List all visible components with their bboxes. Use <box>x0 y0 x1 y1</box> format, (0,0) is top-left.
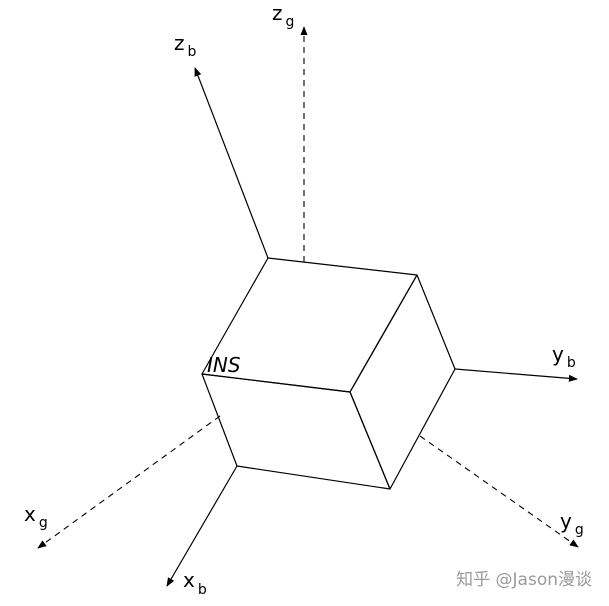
ins-label: INS <box>207 353 241 377</box>
y-geographic-axis <box>419 435 579 548</box>
z-geographic-letter: z <box>272 1 283 25</box>
z-geographic-subscript: g <box>286 14 295 30</box>
z-body-letter: z <box>174 31 185 55</box>
y-body-subscript: b <box>567 355 576 371</box>
x-geographic-subscript: g <box>39 515 48 531</box>
cube-front-face <box>201 373 391 490</box>
x-body-subscript: b <box>198 582 207 598</box>
x-geographic-axis <box>37 415 221 549</box>
z-body-axis <box>194 67 269 259</box>
x-geographic-letter: x <box>24 502 36 526</box>
z-body-subscript: b <box>188 44 197 60</box>
x-body-letter: x <box>183 568 195 592</box>
watermark: 知乎 @Jason漫谈 <box>456 570 592 590</box>
x-body-axis <box>166 465 238 587</box>
y-geographic-letter: y <box>560 509 572 533</box>
ins-cube <box>201 257 456 490</box>
cube-side-face <box>349 274 456 490</box>
y-body-axis <box>454 368 578 382</box>
y-body-letter: y <box>552 342 564 366</box>
y-geographic-subscript: g <box>575 522 584 538</box>
